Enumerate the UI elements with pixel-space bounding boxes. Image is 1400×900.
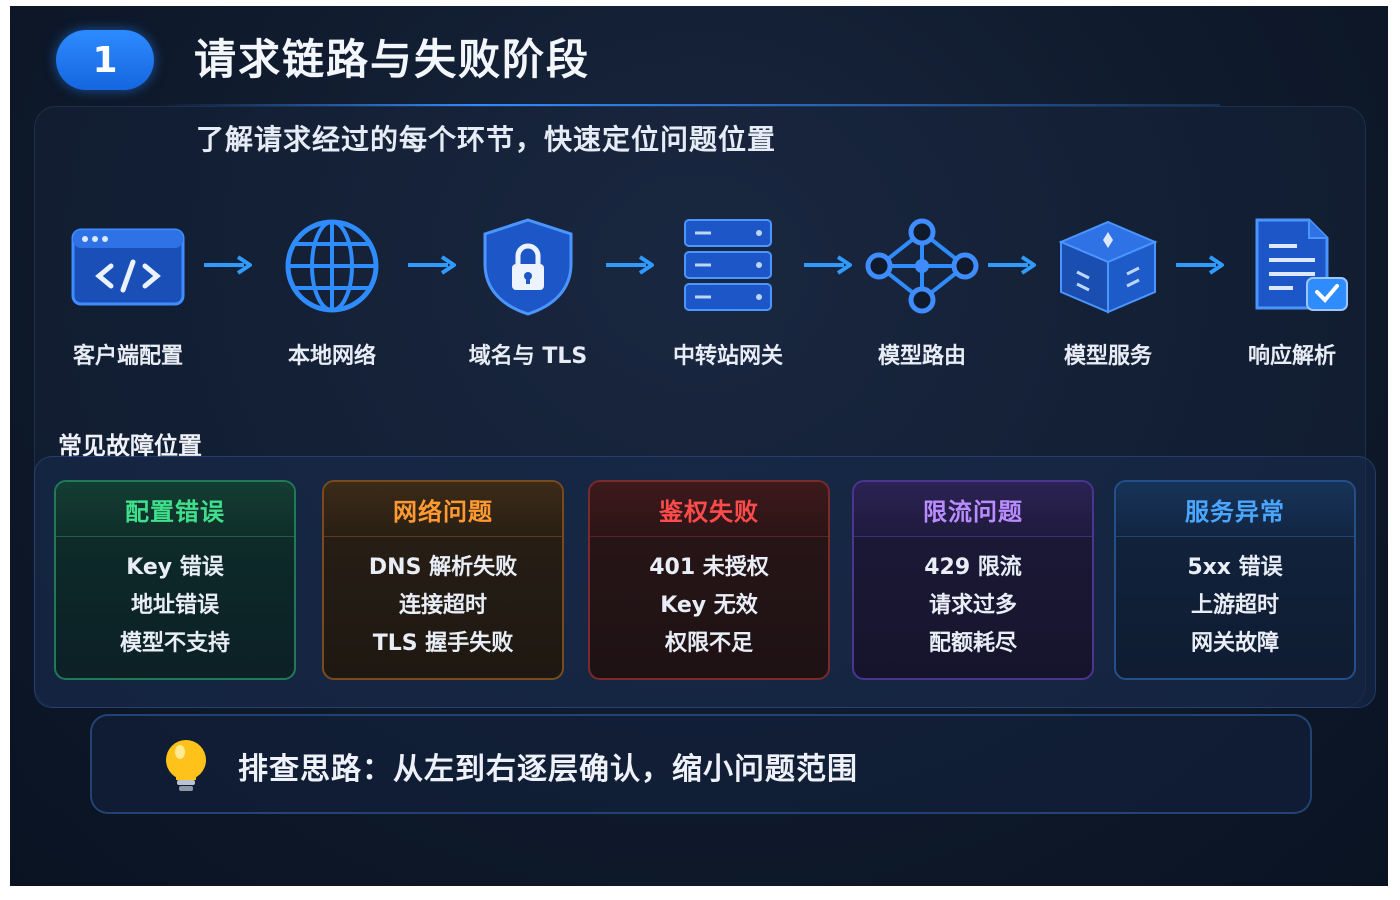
stage-label: 域名与 TLS — [468, 344, 588, 369]
fault-item: 网关故障 — [1190, 631, 1279, 656]
fault-item: Key 错误 — [126, 555, 224, 580]
tip-text: 排查思路：从左到右逐层确认，缩小问题范围 — [238, 752, 858, 787]
step-number-badge: 1 — [56, 30, 154, 90]
fault-card-service: 服务异常 5xx 错误 上游超时 网关故障 — [1114, 480, 1356, 680]
flow-arrow — [804, 255, 852, 275]
fault-card-rate-limit: 限流问题 429 限流 请求过多 配额耗尽 — [852, 480, 1094, 680]
fault-card-network: 网络问题 DNS 解析失败 连接超时 TLS 握手失败 — [322, 480, 564, 680]
fault-item: 上游超时 — [1190, 593, 1279, 618]
shield-lock-icon — [483, 218, 573, 316]
flow-arrow — [988, 255, 1036, 275]
fault-item: 5xx 错误 — [1187, 555, 1283, 580]
fault-item: 429 限流 — [924, 555, 1022, 580]
troubleshooting-tip: 排查思路：从左到右逐层确认，缩小问题范围 — [90, 714, 1312, 814]
server-stack-icon — [684, 219, 772, 311]
cube-icon — [1058, 220, 1158, 314]
stage-label: 响应解析 — [1247, 344, 1336, 369]
stage-label: 模型路由 — [877, 344, 966, 369]
flow-arrow — [204, 255, 252, 275]
flow-arrow — [408, 255, 456, 275]
code-window-icon — [71, 228, 185, 306]
stage-label: 中转站网关 — [672, 344, 783, 369]
flow-arrow — [1176, 255, 1224, 275]
document-check-icon — [1255, 218, 1348, 311]
fault-item: TLS 握手失败 — [372, 631, 514, 656]
request-flow: 客户端配置 本地网络 域名与 TLS — [10, 206, 1388, 386]
fault-item: 配额耗尽 — [928, 631, 1017, 656]
stage-label: 客户端配置 — [72, 344, 183, 369]
stage-label: 本地网络 — [287, 344, 376, 369]
fault-item: 请求过多 — [928, 593, 1017, 618]
fault-card-auth: 鉴权失败 401 未授权 Key 无效 权限不足 — [588, 480, 830, 680]
fault-item: DNS 解析失败 — [368, 555, 518, 580]
fault-section-title: 常见故障位置 — [58, 432, 202, 460]
fault-item: 连接超时 — [398, 593, 487, 618]
fault-item: 地址错误 — [130, 593, 219, 618]
routing-nodes-icon — [865, 218, 979, 314]
diagram-canvas: 1 请求链路与失败阶段 了解请求经过的每个环节，快速定位问题位置 客户端配置 — [10, 6, 1388, 886]
fault-item: Key 无效 — [660, 593, 758, 618]
fault-card-title: 限流问题 — [854, 482, 1092, 537]
fault-item: 模型不支持 — [119, 631, 230, 656]
fault-card-title: 配置错误 — [56, 482, 294, 537]
flow-arrow — [606, 255, 654, 275]
fault-item: 401 未授权 — [649, 555, 769, 580]
page-subtitle: 了解请求经过的每个环节，快速定位问题位置 — [196, 123, 777, 156]
page-title: 请求链路与失败阶段 — [194, 35, 591, 84]
lightbulb-icon — [166, 740, 206, 791]
globe-icon — [285, 219, 379, 313]
fault-card-title: 鉴权失败 — [590, 482, 828, 537]
fault-card-config-error: 配置错误 Key 错误 地址错误 模型不支持 — [54, 480, 296, 680]
title-divider — [160, 104, 1220, 106]
fault-item: 权限不足 — [664, 631, 753, 656]
fault-card-title: 网络问题 — [324, 482, 562, 537]
fault-card-title: 服务异常 — [1116, 482, 1354, 537]
stage-label: 模型服务 — [1063, 344, 1152, 369]
